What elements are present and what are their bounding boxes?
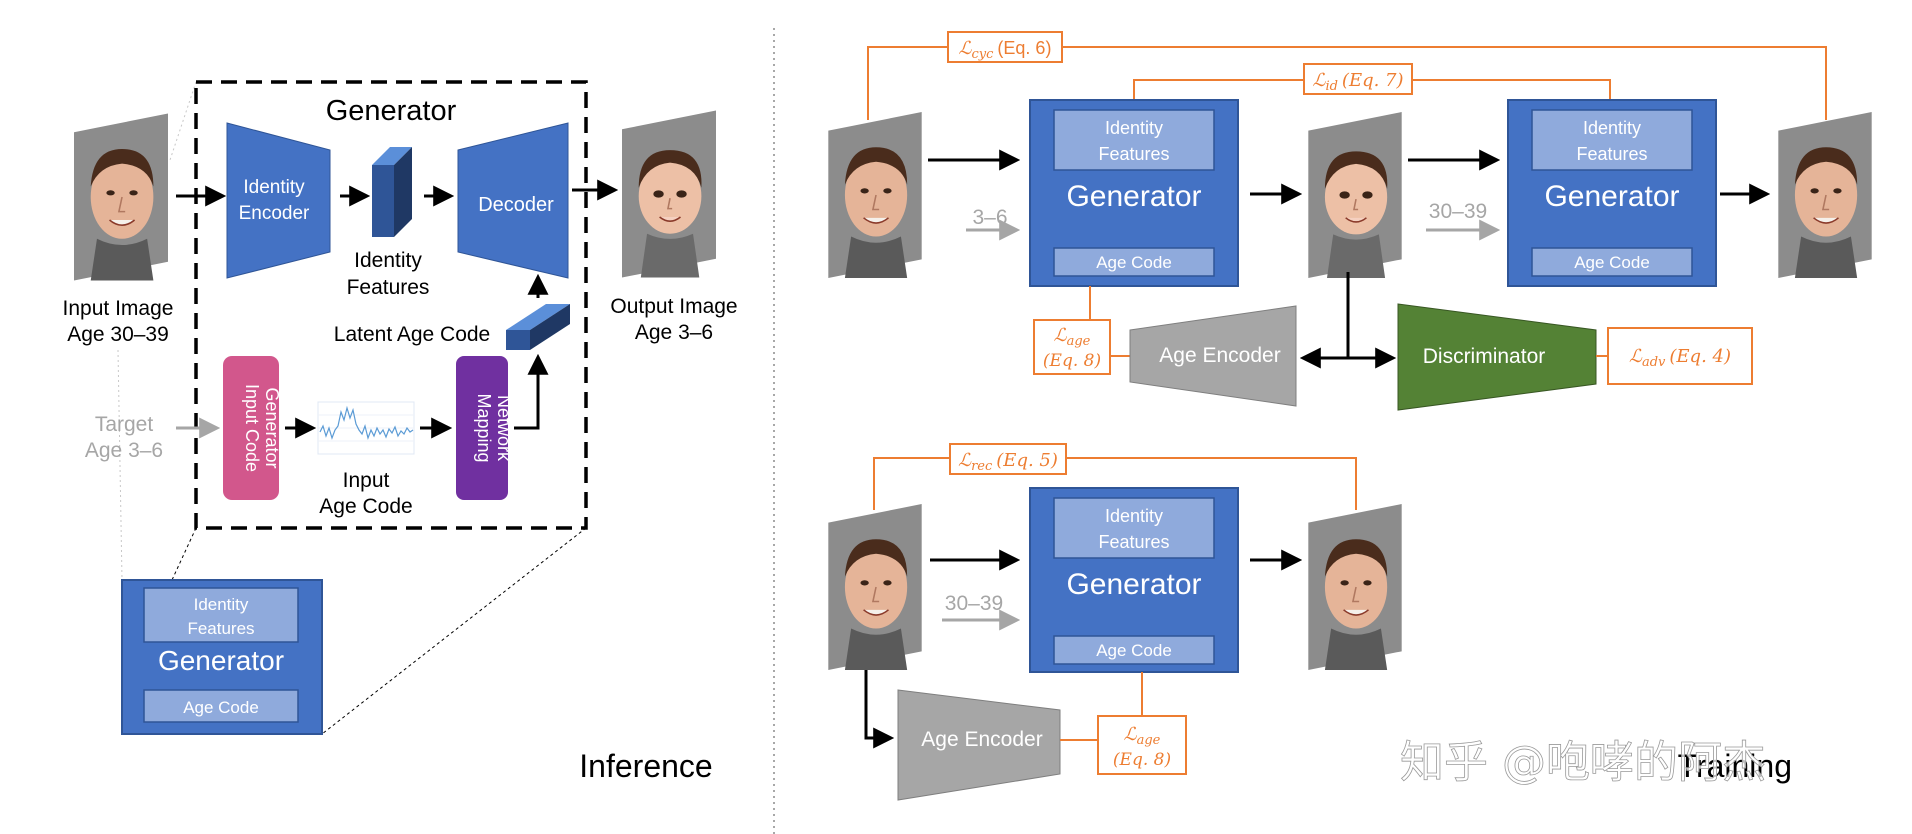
latent-age-code-slab-front [506, 330, 530, 350]
generator-b-age-code: Age Code [1574, 253, 1650, 272]
identity-features-slab-front [372, 165, 394, 237]
training-generator-b: Identity Features Generator Age Code [1507, 99, 1717, 287]
training-cycle-face [1778, 112, 1872, 278]
output-image-label: Output Image [610, 295, 737, 318]
inset-generator-label: Generator [158, 645, 284, 676]
cyc-loss-bracket [1062, 46, 1827, 120]
zoom-line [117, 349, 123, 581]
training-rec-input-face [828, 504, 922, 670]
identity-features-line1: Identity [1583, 118, 1641, 138]
rec-loss-bracket [873, 457, 950, 510]
zoom-line [321, 527, 587, 735]
identity-features-slab-top [372, 147, 412, 165]
training-panel: ℒcyc(Eq. 6) ℒid(Eq. 7) 3–6 30–39 Identit… [828, 31, 1872, 801]
cyc-loss-box [947, 31, 1063, 63]
input-age-code-line1: Input [343, 469, 390, 492]
age-encoder-label: Age Encoder [1159, 344, 1280, 367]
age-loss-eq-2: (Eq. 8) [1113, 750, 1171, 770]
latent-age-code-slab-side [530, 304, 570, 350]
identity-features-line1: Identity [354, 249, 422, 272]
rec-loss-box [949, 443, 1067, 475]
decoder-label: Decoder [478, 194, 554, 216]
input-age-code-plot [317, 401, 415, 455]
inset-age-code-label: Age Code [183, 698, 259, 717]
identity-features-line1: Identity [1105, 506, 1163, 526]
output-image-age: Age 3–6 [635, 321, 713, 344]
rec-loss-label: ℒrec(Eq. 5) [958, 450, 1058, 474]
age-input-old-row2: 30–39 [945, 592, 1003, 615]
arrow [864, 670, 895, 749]
identity-features-slab-side [394, 147, 412, 237]
target-label: Target [95, 413, 154, 436]
input-face-image [74, 112, 168, 282]
training-rec-output-face [1308, 504, 1402, 670]
inset-identity-line1: Identity [194, 595, 249, 614]
identity-features-line2: Features [1098, 144, 1169, 164]
cyc-loss-label: ℒcyc(Eq. 6) [959, 38, 1052, 62]
zoom-line [171, 527, 197, 581]
target-age: Age 3–6 [85, 439, 163, 462]
age-loss-box [1033, 319, 1111, 375]
age-loss-box-2 [1097, 715, 1187, 775]
adv-loss-box [1607, 327, 1753, 385]
age-input-old-row1: 30–39 [1429, 200, 1487, 223]
id-loss-bracket [1412, 79, 1611, 100]
identity-features-line1: Identity [1105, 118, 1163, 138]
training-input-face [828, 112, 922, 278]
arrow [514, 353, 549, 430]
identity-encoder-line1: Identity [243, 177, 305, 198]
input-code-generator-line2: Generator [262, 387, 282, 468]
mapping-network-block [456, 356, 508, 500]
inference-panel: Input Image Age 30–39 Generator Identity… [63, 80, 738, 784]
inference-section-label: Inference [579, 748, 712, 784]
training-section-label: Training [1678, 748, 1792, 784]
age-input-young: 3–6 [972, 206, 1007, 229]
age-encoder-label-2: Age Encoder [921, 728, 1042, 751]
training-aged-face [1308, 112, 1402, 278]
input-image-label: Input Image [63, 297, 174, 320]
latent-age-code-slab-top [506, 304, 570, 330]
inset-generator-block: Identity Features Generator Age Code [121, 579, 323, 735]
input-image-age: Age 30–39 [67, 323, 169, 346]
zoom-line [169, 81, 197, 161]
decoder-block [457, 122, 569, 279]
inset-identity-line2: Features [187, 619, 254, 638]
identity-features-line2: Features [1098, 532, 1169, 552]
id-loss-bracket [1133, 79, 1304, 100]
training-generator-c: Identity Features Generator Age Code [1029, 487, 1239, 673]
training-generator-a: Identity Features Generator Age Code [1029, 99, 1239, 287]
rec-loss-bracket [1066, 457, 1357, 510]
generator-c-label: Generator [1066, 568, 1201, 601]
cyc-loss-bracket [867, 46, 948, 120]
age-loss-eq: (Eq. 8) [1043, 351, 1101, 371]
latent-age-code-label: Latent Age Code [334, 323, 490, 346]
identity-features-line2: Features [347, 276, 430, 299]
output-face-image [622, 109, 716, 279]
adv-loss-label: ℒadv(Eq. 4) [1629, 346, 1731, 370]
age-loss-label-2: ℒage [1124, 724, 1161, 748]
age-encoder-block-2 [897, 689, 1061, 801]
generator-dashed-box [194, 80, 588, 530]
discriminator-block [1397, 303, 1597, 411]
watermark: 知乎 @咆哮的阿杰 [1400, 737, 1766, 788]
generator-c-age-code: Age Code [1096, 641, 1172, 660]
input-code-generator-line1: Input Code [242, 384, 262, 472]
age-loss-label: ℒage [1054, 325, 1091, 349]
discriminator-label: Discriminator [1423, 345, 1546, 368]
generator-b-label: Generator [1544, 180, 1679, 213]
id-loss-label: ℒid(Eq. 7) [1312, 70, 1403, 94]
identity-encoder-line2: Encoder [239, 203, 310, 224]
identity-encoder-block [226, 122, 331, 279]
id-loss-box [1303, 63, 1413, 95]
generator-title: Generator [326, 95, 457, 127]
input-code-generator-block [223, 356, 279, 500]
age-encoder-block [1129, 305, 1297, 407]
mapping-network-line1: Mapping [474, 393, 494, 462]
input-age-code-line2: Age Code [319, 495, 412, 518]
mapping-network-line2: Network [494, 395, 514, 462]
identity-features-line2: Features [1576, 144, 1647, 164]
generator-a-age-code: Age Code [1096, 253, 1172, 272]
generator-a-label: Generator [1066, 180, 1201, 213]
